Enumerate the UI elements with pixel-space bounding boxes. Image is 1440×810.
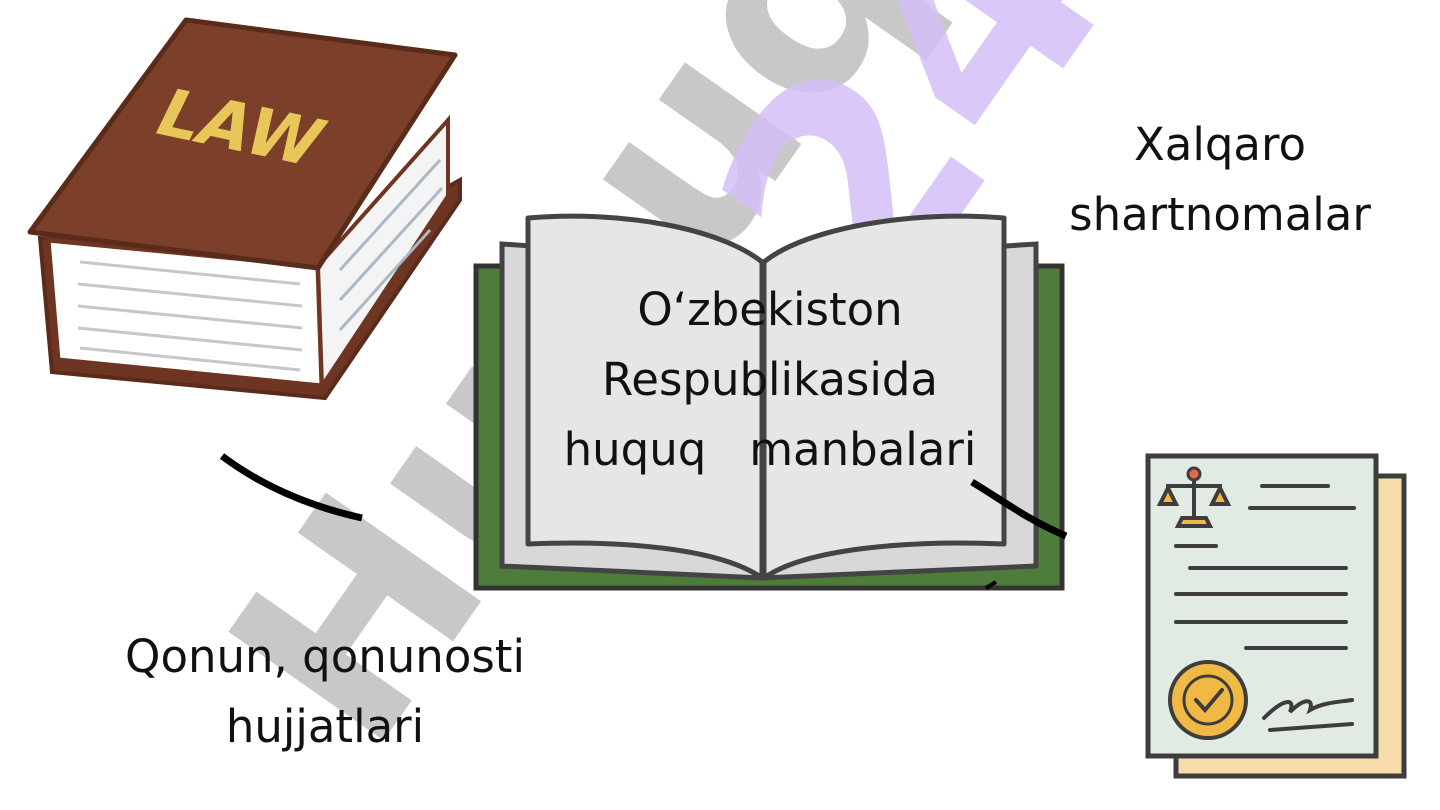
left-label-line-1: Qonun, qonunosti bbox=[125, 630, 525, 683]
left-label-line-2: hujjatlari bbox=[225, 700, 425, 753]
right-label-line-1: Xalqaro bbox=[1133, 118, 1307, 171]
connector-right bbox=[970, 478, 1068, 540]
left-label: Qonun, qonunosti hujjatlari bbox=[80, 622, 570, 762]
connector-tick bbox=[984, 580, 998, 590]
center-label-line-3: huquq manbalari bbox=[563, 423, 977, 476]
center-label-line-1: O‘zbekiston bbox=[637, 283, 903, 336]
connector-left bbox=[219, 453, 363, 522]
right-label-line-2: shartnomalar bbox=[1069, 188, 1371, 241]
right-label: Xalqaro shartnomalar bbox=[1040, 110, 1400, 250]
center-label-line-2: Respublikasida bbox=[602, 353, 938, 406]
center-label: O‘zbekiston Respublikasida huquq manbala… bbox=[530, 275, 1010, 485]
